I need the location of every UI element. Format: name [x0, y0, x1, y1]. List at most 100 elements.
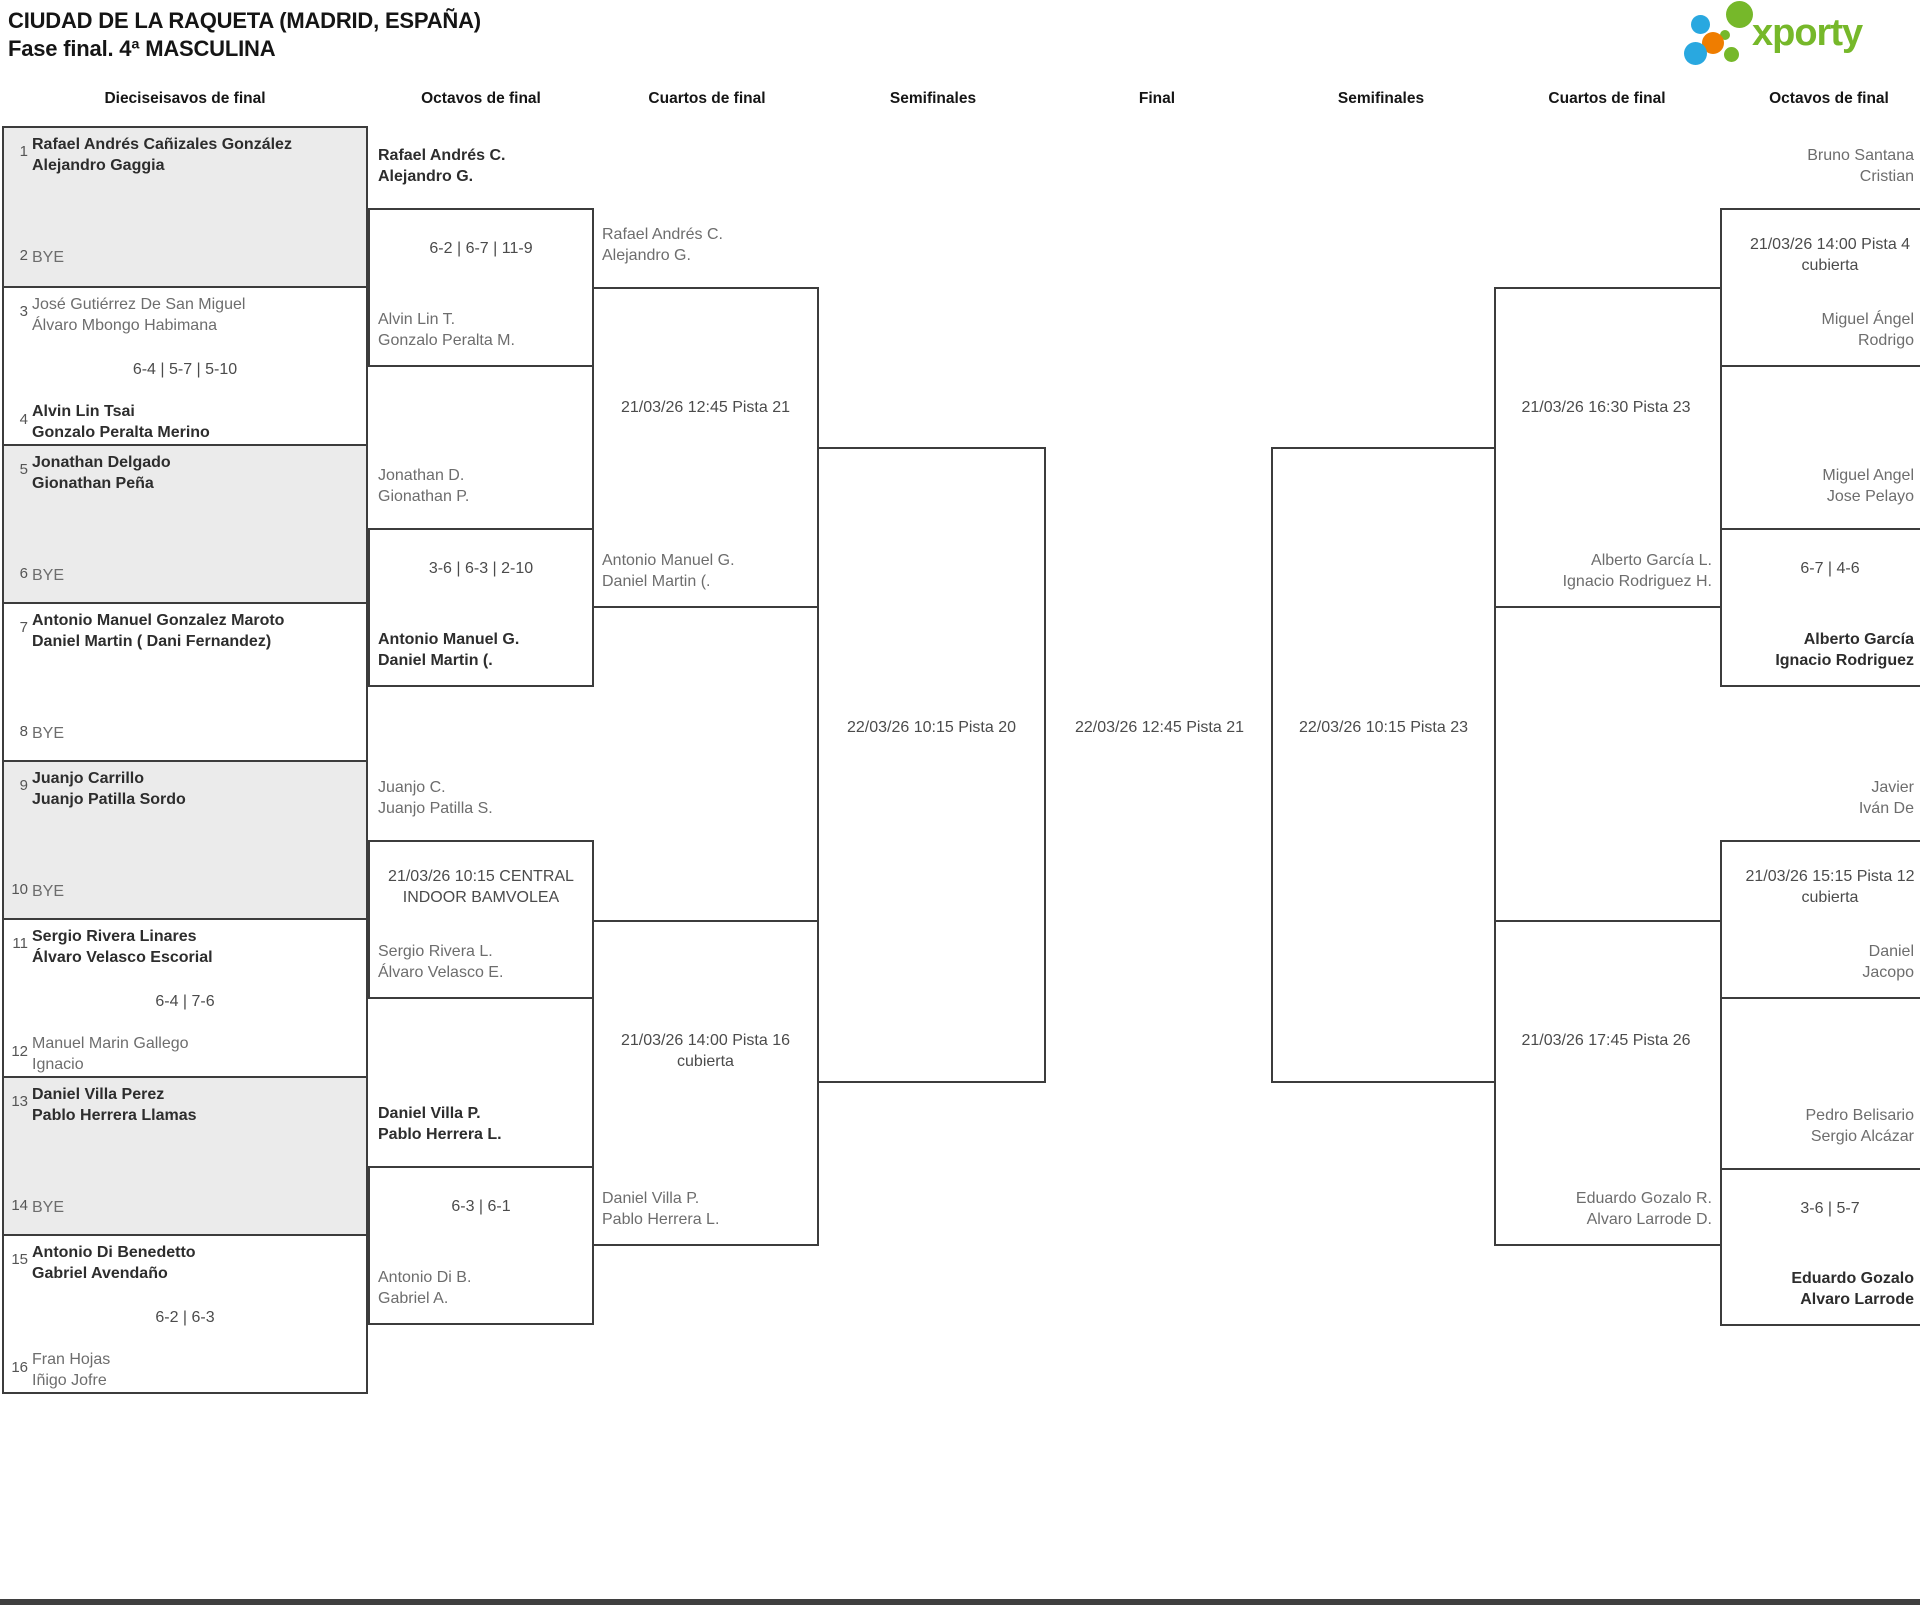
team-label: Daniel Jacopo — [1862, 943, 1914, 981]
match-row-3[interactable]: 5 Jonathan Delgado Gionathan Peña 6 BYE — [4, 444, 366, 602]
round-of-16-container: 1 Rafael Andrés Cañizales González Aleja… — [2, 126, 368, 1394]
match-box-octavos-right-4[interactable] — [1720, 1168, 1920, 1326]
team-label: Jonathan D. Gionathan P. — [378, 467, 470, 505]
team-label: Eduardo Gozalo Alvaro Larrode — [1791, 1270, 1914, 1308]
team-label: Alberto García L. Ignacio Rodriguez H. — [1562, 552, 1712, 590]
team-label: Daniel Villa P. Pablo Herrera L. — [378, 1105, 502, 1143]
team-label: Manuel Marin Gallego Ignacio — [32, 1035, 189, 1073]
seed-number: 14 — [11, 1197, 28, 1214]
team-label: Antonio Di B. Gabriel A. — [378, 1269, 472, 1307]
seed-number: 7 — [19, 619, 28, 636]
match-box-octavos-right-3[interactable] — [1720, 840, 1920, 999]
match-row-2[interactable]: 3 José Gutiérrez De San Miguel Álvaro Mb… — [4, 286, 366, 444]
seed-number: 10 — [11, 881, 28, 898]
team-label: Alvin Lin Tsai Gonzalo Peralta Merino — [32, 403, 210, 441]
round-header-cuartos-left: Cuartos de final — [648, 90, 766, 107]
page-subtitle: Fase final. 4ª MASCULINA — [8, 36, 276, 61]
team-label: Rafael Andrés Cañizales González Alejand… — [32, 136, 292, 174]
round-header-semis-left: Semifinales — [889, 90, 977, 107]
match-schedule-final: 22/03/26 12:45 Pista 21 — [1074, 719, 1245, 736]
logo-dot-icon — [1726, 1, 1753, 28]
team-label: Juanjo C. Juanjo Patilla S. — [378, 779, 493, 817]
seed-number: 1 — [19, 143, 28, 160]
match-schedule: 22/03/26 10:15 Pista 20 — [846, 719, 1017, 736]
team-label: Bruno Santana Cristian — [1807, 147, 1914, 185]
team-label: Antonio Di Benedetto Gabriel Avendaño — [32, 1244, 196, 1282]
logo-dot-icon — [1724, 47, 1739, 62]
seed-number: 3 — [19, 303, 28, 320]
bottom-divider — [0, 1599, 1920, 1605]
team-label: BYE — [32, 249, 65, 266]
round-header-cuartos-right: Cuartos de final — [1548, 90, 1666, 107]
match-row-8[interactable]: 15 Antonio Di Benedetto Gabriel Avendaño… — [4, 1234, 366, 1392]
match-score: 6-4 | 7-6 — [155, 993, 215, 1010]
round-header-semis-right: Semifinales — [1337, 90, 1425, 107]
match-schedule: 21/03/26 10:15 CENTRAL INDOOR BAMVOLEA — [388, 868, 574, 906]
team-label: Sergio Rivera L. Álvaro Velasco E. — [378, 943, 504, 981]
match-row-1[interactable]: 1 Rafael Andrés Cañizales González Aleja… — [4, 128, 366, 286]
seed-number: 5 — [19, 461, 28, 478]
team-label: Javier Iván De — [1858, 779, 1914, 817]
match-schedule: 21/03/26 14:00 Pista 4 cubierta — [1749, 236, 1911, 274]
seed-number: 11 — [12, 935, 28, 952]
match-row-4[interactable]: 7 Antonio Manuel Gonzalez Maroto Daniel … — [4, 602, 366, 760]
round-header-octavos-left: Octavos de final — [421, 90, 541, 107]
team-label: Eduardo Gozalo R. Alvaro Larrode D. — [1575, 1190, 1712, 1228]
match-schedule: 21/03/26 15:15 Pista 12 cubierta — [1745, 868, 1915, 906]
team-label: Sergio Rivera Linares Álvaro Velasco Esc… — [32, 928, 213, 966]
team-label: Pedro Belisario Sergio Alcázar — [1805, 1107, 1915, 1145]
team-label: José Gutiérrez De San Miguel Álvaro Mbon… — [32, 296, 246, 334]
match-score: 6-7 | 4-6 — [1800, 560, 1860, 577]
team-label: Antonio Manuel G. Daniel Martin (. — [602, 552, 735, 590]
team-label: BYE — [32, 883, 65, 900]
team-label: BYE — [32, 1199, 65, 1216]
match-box-cuartos-right-1[interactable] — [1494, 287, 1722, 608]
match-score: 6-2 | 6-3 — [155, 1309, 215, 1326]
match-row-6[interactable]: 11 Sergio Rivera Linares Álvaro Velasco … — [4, 918, 366, 1076]
team-label: Juanjo Carrillo Juanjo Patilla Sordo — [32, 770, 186, 808]
seed-number: 16 — [11, 1359, 28, 1376]
seed-number: 2 — [19, 247, 28, 264]
match-score: 3-6 | 6-3 | 2-10 — [428, 560, 534, 577]
team-label: Alberto García Ignacio Rodriguez — [1775, 631, 1914, 669]
team-label: Fran Hojas Iñigo Jofre — [32, 1351, 111, 1389]
match-box-cuartos-right-2[interactable] — [1494, 920, 1722, 1246]
logo-dot-icon — [1720, 30, 1730, 40]
match-row-7[interactable]: 13 Daniel Villa Perez Pablo Herrera Llam… — [4, 1076, 366, 1234]
match-box-cuartos-left-2[interactable] — [592, 920, 819, 1246]
team-label: BYE — [32, 567, 65, 584]
team-label: Jonathan Delgado Gionathan Peña — [32, 454, 171, 492]
seed-number: 15 — [11, 1251, 28, 1268]
team-label: Alvin Lin T. Gonzalo Peralta M. — [378, 311, 515, 349]
match-row-5[interactable]: 9 Juanjo Carrillo Juanjo Patilla Sordo 1… — [4, 760, 366, 918]
logo-dot-icon — [1702, 32, 1724, 54]
seed-number: 8 — [19, 723, 28, 740]
match-score: 3-6 | 5-7 — [1800, 1200, 1860, 1217]
round-header-final: Final — [1138, 90, 1176, 107]
round-header-dieciseisavos: Dieciseisavos de final — [104, 90, 266, 107]
match-box-octavos-right-2[interactable] — [1720, 528, 1920, 687]
team-label: Rafael Andrés C. Alejandro G. — [602, 226, 723, 264]
match-schedule: 21/03/26 16:30 Pista 23 — [1521, 399, 1691, 416]
seed-number: 13 — [11, 1093, 28, 1110]
match-box-octavos-left-3[interactable] — [368, 840, 594, 999]
team-label: Daniel Villa Perez Pablo Herrera Llamas — [32, 1086, 197, 1124]
match-schedule: 21/03/26 17:45 Pista 26 — [1521, 1032, 1691, 1049]
logo-wordmark: xporty — [1752, 12, 1863, 54]
team-label: Antonio Manuel Gonzalez Maroto Daniel Ma… — [32, 612, 285, 650]
match-box-semifinal-left[interactable] — [817, 447, 1046, 1083]
match-schedule: 21/03/26 14:00 Pista 16 cubierta — [620, 1032, 791, 1070]
seed-number: 12 — [11, 1043, 28, 1060]
team-label: Miguel Ángel Rodrigo — [1821, 311, 1915, 349]
page-title: CIUDAD DE LA RAQUETA (MADRID, ESPAÑA) — [8, 8, 481, 33]
match-score: 6-2 | 6-7 | 11-9 — [429, 240, 533, 257]
match-schedule: 21/03/26 12:45 Pista 21 — [620, 399, 791, 416]
round-header-octavos-right: Octavos de final — [1769, 90, 1889, 107]
seed-number: 9 — [19, 777, 28, 794]
match-score: 6-3 | 6-1 — [451, 1198, 511, 1215]
match-box-octavos-right-1[interactable] — [1720, 208, 1920, 367]
match-box-semifinal-right[interactable] — [1271, 447, 1496, 1083]
seed-number: 4 — [19, 411, 28, 428]
team-label: BYE — [32, 725, 65, 742]
